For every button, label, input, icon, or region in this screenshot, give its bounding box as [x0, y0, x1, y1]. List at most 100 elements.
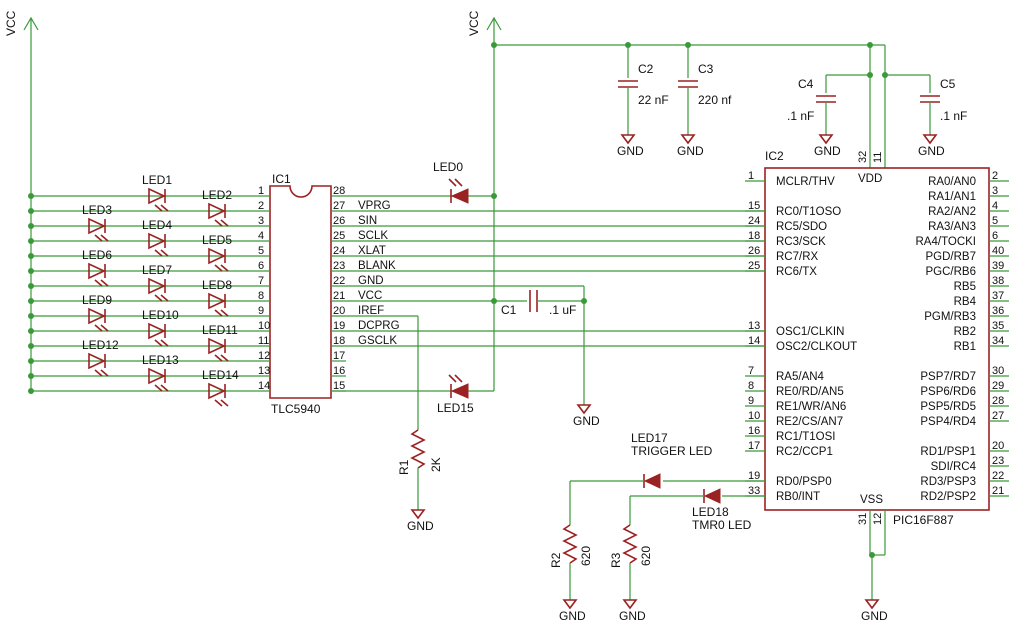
- led-col2-2-label: LED8: [202, 278, 232, 292]
- c1-ref: C1: [501, 303, 517, 317]
- pic-signal-33: RB0/INT: [776, 491, 820, 503]
- vcc-right: VCC: [467, 10, 502, 376]
- tlc-pin-25: 25: [333, 230, 345, 242]
- led-col2-1: LED5: [202, 233, 232, 272]
- pic-signal-2: RA0/AN0: [928, 176, 976, 188]
- tlc-pin-15: 15: [333, 380, 345, 392]
- pic-signal-17: RC2/CCP1: [776, 446, 833, 458]
- pic-pin-14: 14: [748, 335, 760, 347]
- pic-pin-26: 26: [748, 245, 760, 257]
- gnd-c5: GND: [918, 134, 945, 158]
- r3-value: 620: [639, 546, 653, 566]
- led-col0-1: LED6: [82, 248, 112, 287]
- led0: LED0: [331, 160, 494, 204]
- pic-signal-9: RE1/WR/AN6: [776, 401, 846, 413]
- led-col1-3: LED10: [142, 308, 179, 347]
- pic-signal-13: OSC1/CLKIN: [776, 326, 844, 338]
- pic-pin-22: 22: [992, 470, 1004, 482]
- gnd-pic: GND: [861, 599, 888, 623]
- pic-signal-38: RB5: [954, 281, 976, 293]
- tlc-pin-7: 7: [258, 275, 264, 287]
- svg-text:GND: GND: [617, 144, 644, 158]
- pic-pin-7: 7: [748, 365, 754, 377]
- pic-signal-3: RA1/AN1: [928, 191, 976, 203]
- pic-signal-34: RB1: [954, 341, 976, 353]
- pic-pin-3: 3: [992, 185, 998, 197]
- led-col0-0-label: LED3: [82, 203, 112, 217]
- gnd-c2: GND: [617, 134, 644, 158]
- pic-pin-10: 10: [748, 410, 760, 422]
- led-col2-0-label: LED2: [202, 188, 232, 202]
- led-col2-1-label: LED5: [202, 233, 232, 247]
- capacitor-c5: C5 .1 nF: [920, 77, 967, 135]
- c3-ref: C3: [698, 62, 714, 76]
- r2-value: 620: [579, 546, 593, 566]
- led-col2-3: LED11: [202, 323, 238, 362]
- led-col1-4-label: LED13: [142, 353, 179, 367]
- tlc-pin-13: 13: [258, 365, 270, 377]
- gnd-c1: GND: [573, 404, 600, 428]
- led17: LED17 TRIGGER LED: [569, 431, 765, 525]
- vcc-left: VCC: [4, 10, 39, 392]
- led-col2-0: LED2: [202, 188, 232, 227]
- ic1-ref: IC1: [272, 172, 291, 186]
- led-col2-4-label: LED14: [202, 368, 239, 382]
- tlc-pin-14: 14: [258, 380, 270, 392]
- led-col2-3-label: LED11: [202, 323, 238, 337]
- svg-text:GND: GND: [407, 519, 434, 533]
- pic-pin-18: 18: [748, 230, 760, 242]
- resistor-r1: R1 2K: [397, 429, 443, 510]
- resistor-r2: R2 620: [549, 524, 593, 600]
- svg-text:12: 12: [872, 513, 884, 525]
- svg-text:GND: GND: [559, 609, 586, 623]
- pic-pin-34: 34: [992, 335, 1004, 347]
- pic-pin-35: 35: [992, 320, 1004, 332]
- pic-pin-30: 30: [992, 365, 1004, 377]
- pic-pin-37: 37: [992, 290, 1004, 302]
- pic-signal-1: MCLR/THV: [776, 176, 835, 188]
- pic-signal-35: RB2: [954, 326, 976, 338]
- tlc-signal-sin: SIN: [358, 215, 377, 227]
- c2-value: 22 nF: [638, 93, 669, 107]
- led-col1-2: LED7: [142, 263, 172, 302]
- led-col1-2-label: LED7: [142, 263, 172, 277]
- pic-signal-18: RC3/SCK: [776, 236, 826, 248]
- tlc-pin-24: 24: [333, 245, 345, 257]
- pic-signal-7: RA5/AN4: [776, 371, 825, 383]
- pic-pin-33: 33: [748, 485, 760, 497]
- pic-pin-15: 15: [748, 200, 760, 212]
- capacitor-c2: C2 22 nF: [618, 62, 669, 135]
- tlc-signal-blank: BLANK: [358, 260, 396, 272]
- pic-signal-10: RE2/CS/AN7: [776, 416, 843, 428]
- pic-pin-5: 5: [992, 215, 998, 227]
- pic-pin-4: 4: [992, 200, 998, 212]
- c1-value: .1 uF: [549, 303, 576, 317]
- vcc-left-label: VCC: [4, 10, 18, 36]
- tlc-pin-11: 11: [258, 335, 269, 347]
- led15: LED15: [331, 374, 495, 415]
- gnd-r3: GND: [619, 599, 646, 623]
- led0-label: LED0: [433, 160, 463, 174]
- tlc-pin-10: 10: [258, 320, 270, 332]
- pic-signal-5: RA3/AN3: [928, 221, 976, 233]
- pic-signal-24: RC5/SDO: [776, 221, 827, 233]
- pic-pin-16: 16: [748, 425, 760, 437]
- pic-signal-6: RA4/TOCKI: [916, 236, 977, 248]
- tlc-pin-2: 2: [258, 200, 264, 212]
- c4-value: .1 nF: [787, 109, 814, 123]
- pic-pin-23: 23: [992, 455, 1004, 467]
- r1-ref: R1: [397, 459, 411, 475]
- svg-text:GND: GND: [619, 609, 646, 623]
- tlc-signal-xlat: XLAT: [358, 245, 386, 257]
- led-col1-4: LED13: [142, 353, 179, 392]
- pic-signal-37: RB4: [954, 296, 977, 308]
- pic-pin-19: 19: [748, 470, 760, 482]
- tlc-pin-12: 12: [258, 350, 270, 362]
- pic-signal-30: PSP7/RD7: [920, 371, 976, 383]
- gnd-c3: GND: [677, 134, 704, 158]
- pic-pin-20: 20: [992, 440, 1004, 452]
- gnd-r2: GND: [559, 599, 586, 623]
- pic-signal-8: RE0/RD/AN5: [776, 386, 844, 398]
- capacitor-c4: C4 .1 nF: [787, 77, 836, 135]
